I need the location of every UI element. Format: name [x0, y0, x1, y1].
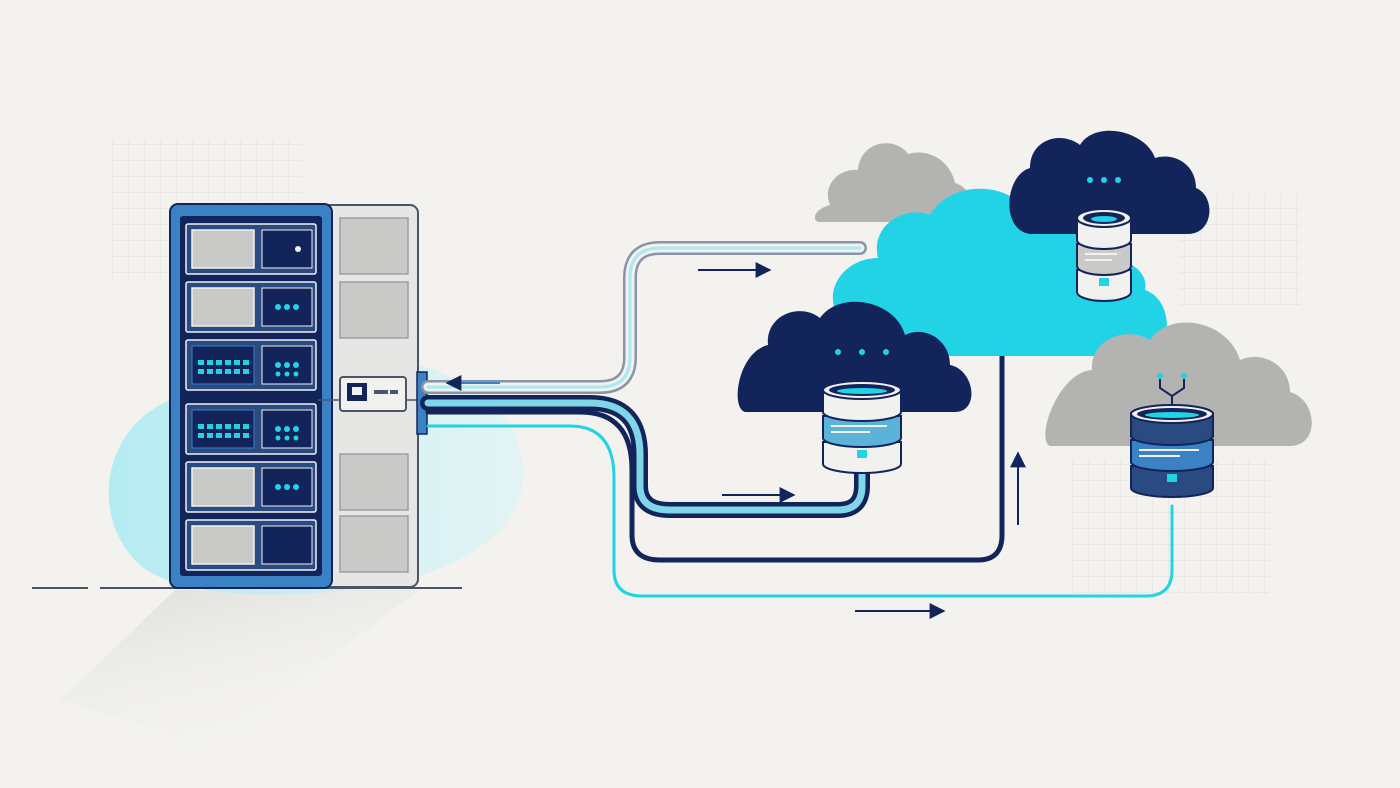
rack-side-panel — [339, 281, 409, 339]
flow-arrows — [445, 262, 1026, 619]
rack-side-panel — [339, 515, 409, 573]
rack-slot — [185, 339, 317, 391]
database-icon — [1130, 373, 1214, 498]
rack-side-panel — [339, 217, 409, 275]
rack-slot — [185, 519, 317, 571]
rack-slot — [185, 223, 317, 275]
cloud-icon — [814, 143, 972, 222]
database-icon — [822, 349, 902, 474]
rack-slots — [185, 223, 317, 571]
rack-side-panel — [339, 453, 409, 511]
floor-shadow — [60, 590, 420, 745]
rack-slot — [185, 403, 317, 455]
rack-slot — [185, 281, 317, 333]
cloud-icon — [1009, 130, 1210, 234]
rack-slot — [185, 461, 317, 513]
ethernet-port-icon — [339, 376, 407, 412]
database-icon — [1076, 177, 1132, 302]
server-rack-icon — [169, 203, 428, 589]
cyan-link-right — [426, 424, 1174, 598]
cloud-icon — [737, 301, 972, 412]
cloud-icon — [1045, 322, 1312, 446]
rack-side-panels — [339, 217, 409, 573]
